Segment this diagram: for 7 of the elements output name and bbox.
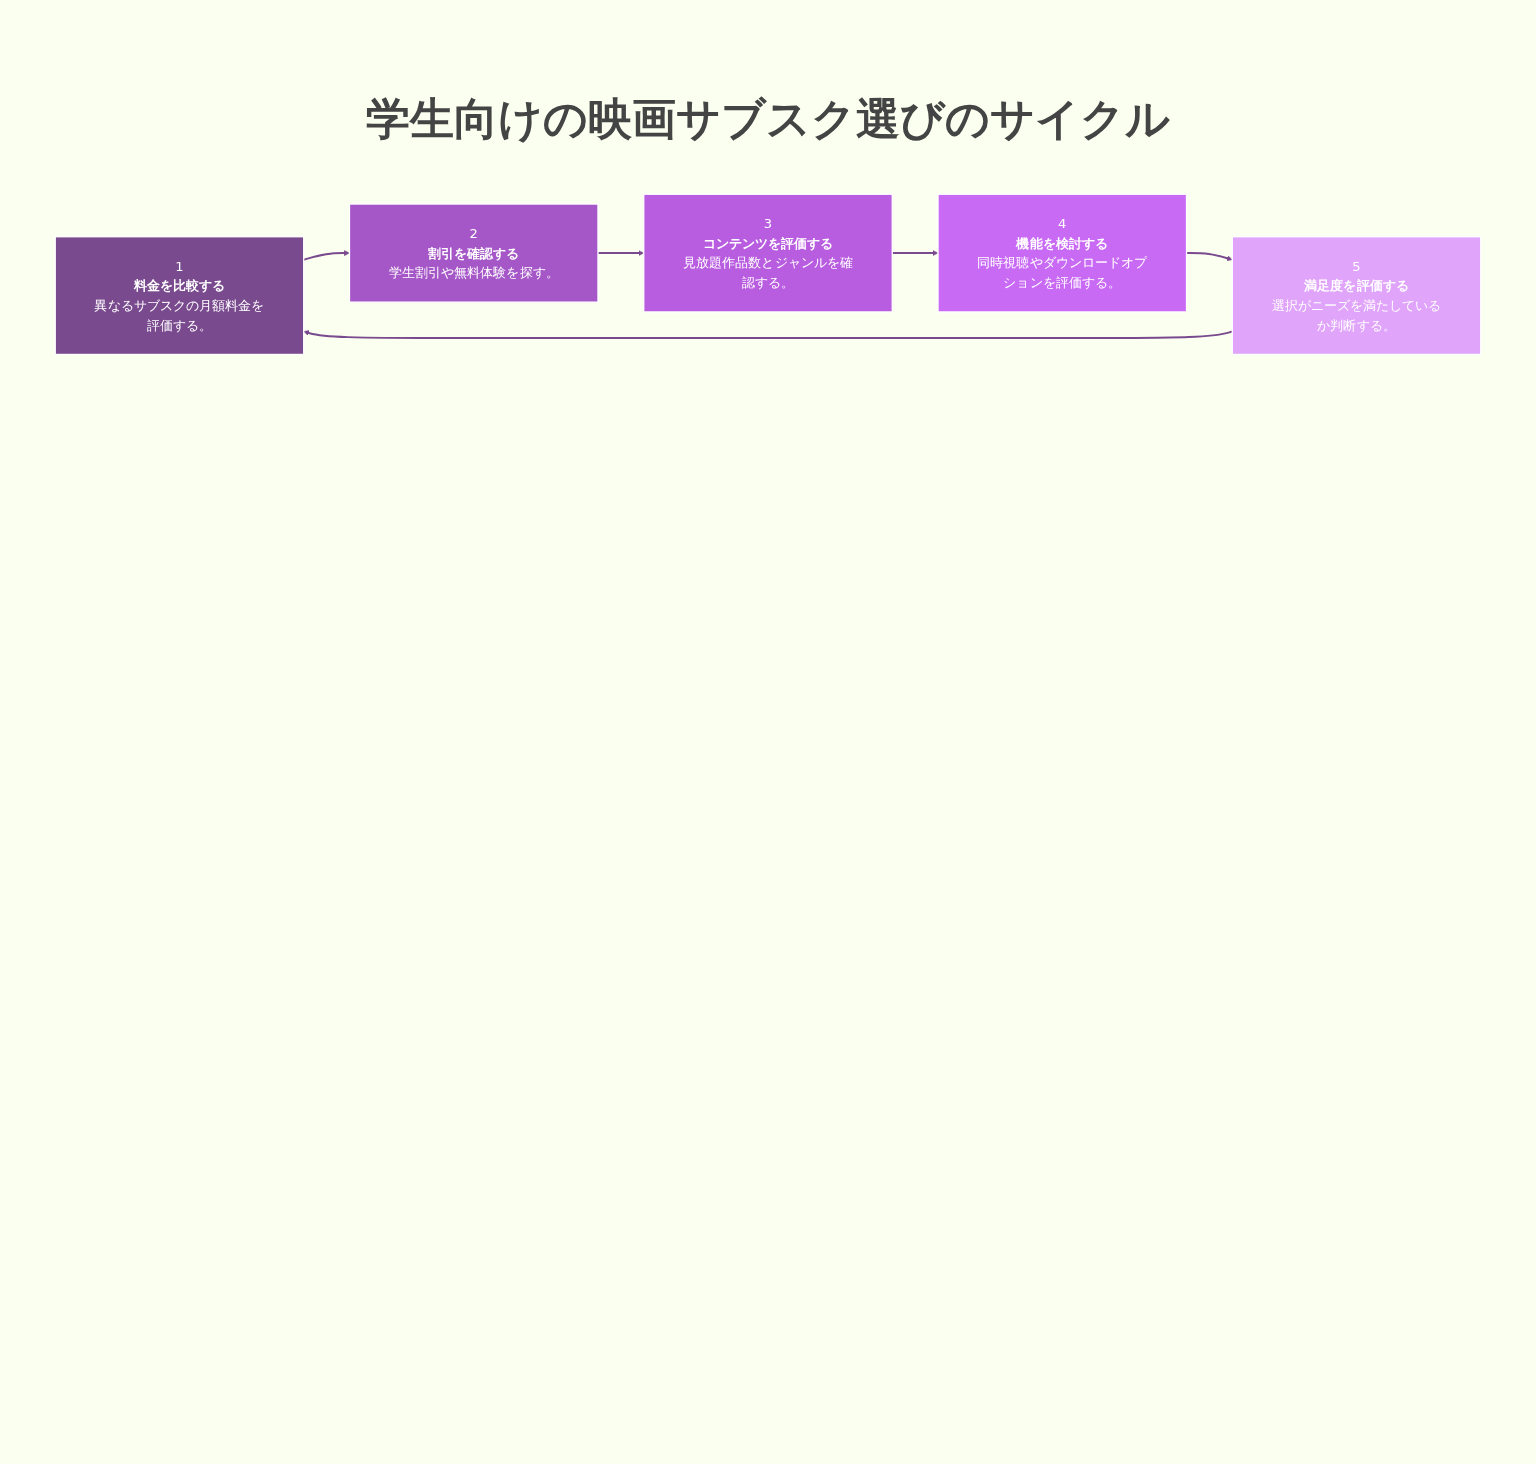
node-box: 2 割引を確認する 学生割引や無料体験を探す。	[348, 203, 599, 303]
node-box: 1 料金を比較する 異なるサブスクの月額料金を評価する。	[54, 236, 305, 356]
node-box: 3 コンテンツを評価する 見放題作品数とジャンルを確認する。	[643, 193, 893, 313]
node-box: 5 満足度を評価する 選択がニーズを満たしているか判断する。	[1231, 236, 1482, 356]
diagram-title: 学生向けの映画サブスク選びのサイクル	[365, 92, 1171, 146]
node-box: 4 機能を検討する 同時視聴やダウンロードオプションを評価する。	[937, 193, 1188, 313]
arrow	[597, 250, 644, 256]
